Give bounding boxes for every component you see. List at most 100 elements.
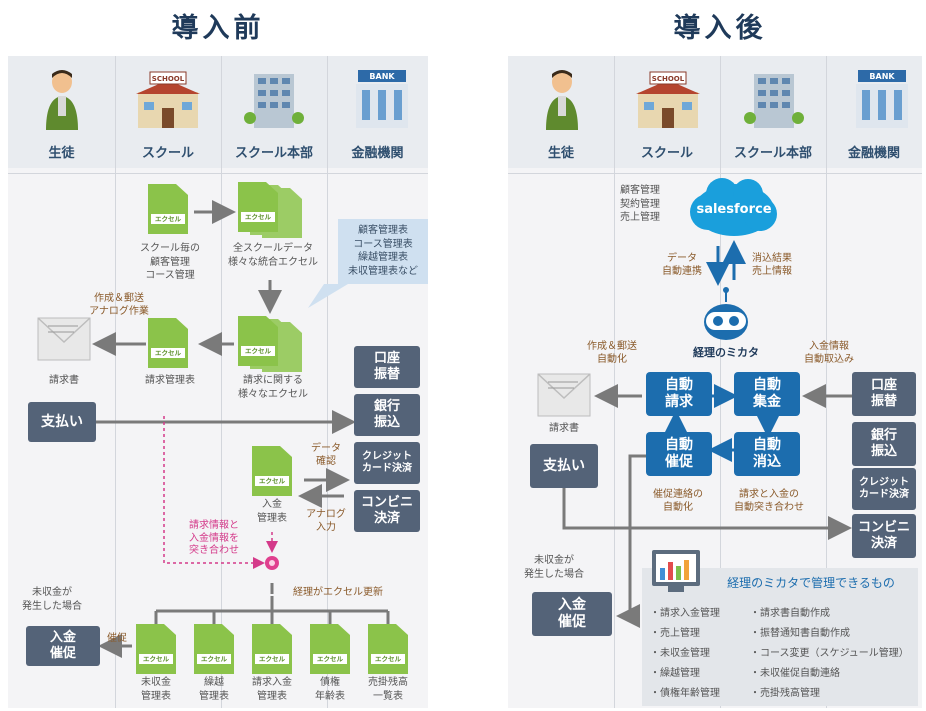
auto-reminder-box: 自動 催促 bbox=[646, 432, 712, 476]
student-icon bbox=[46, 70, 78, 130]
invoice-excels-stack: エクセル bbox=[238, 316, 302, 372]
col-student: 生徒 bbox=[547, 146, 574, 161]
hq-doc-caption: 全スクールデータ 様々な統合エクセル bbox=[228, 243, 318, 268]
envelope-icon bbox=[37, 317, 91, 361]
bottom-doc-1-caption: 未収金 管理表 bbox=[141, 677, 171, 702]
col-school: スクール bbox=[141, 146, 194, 161]
collection-box: 入金 催促 bbox=[532, 592, 612, 636]
conbini-box: コンビニ 決済 bbox=[354, 490, 420, 532]
manage-left-item: ・債権年齢管理 bbox=[650, 688, 720, 699]
after-title: 導入後 bbox=[673, 13, 767, 44]
bottom-doc-3-caption: 請求入金 管理表 bbox=[252, 677, 292, 702]
bottom-doc-4-caption: 債権 年齢表 bbox=[315, 677, 345, 702]
bottom-doc-1: エクセル bbox=[136, 624, 176, 674]
koza-box: 口座 振替 bbox=[354, 346, 420, 388]
manage-left-item: ・未収金管理 bbox=[650, 648, 710, 659]
col-hq: スクール本部 bbox=[234, 146, 313, 161]
school-icon: SCHOOL bbox=[636, 71, 700, 128]
before-connectors bbox=[37, 200, 428, 658]
school-excel-doc: エクセル bbox=[148, 184, 188, 234]
svg-text:SCHOOL: SCHOOL bbox=[652, 75, 685, 83]
hq-building-icon bbox=[244, 74, 304, 128]
invoice-excels-caption: 請求に関する 様々なエクセル bbox=[238, 375, 308, 400]
data-auto-note: データ 自動連携 bbox=[662, 253, 702, 277]
manage-right-item: ・コース変更（スケジュール管理） bbox=[750, 648, 909, 659]
bottom-doc-2: エクセル bbox=[194, 624, 234, 674]
school-doc-caption: スクール毎の 顧客管理 コース管理 bbox=[140, 243, 200, 281]
chart-monitor-icon bbox=[652, 550, 700, 592]
svg-text:BANK: BANK bbox=[369, 72, 395, 81]
before-panel: SCHOOL BANK 生徒 スクール スクール本部 金融機関 bbox=[8, 56, 428, 708]
svg-text:BANK: BANK bbox=[869, 72, 895, 81]
school-icon: SCHOOL bbox=[136, 71, 200, 128]
bank-icon: BANK bbox=[856, 70, 908, 128]
unpaid-note: 未収金が 発生した場合 bbox=[22, 587, 82, 612]
ginko-box: 銀行 振込 bbox=[852, 422, 916, 466]
bottom-doc-4: エクセル bbox=[310, 624, 350, 674]
deposit-mgmt-caption: 入金 管理表 bbox=[257, 499, 287, 524]
col-school: スクール bbox=[640, 146, 693, 161]
credit-box: クレジット カード決済 bbox=[852, 468, 916, 510]
collection-box: 入金 催促 bbox=[26, 626, 100, 666]
manage-right-item: ・請求書自動作成 bbox=[750, 608, 830, 619]
col-hq: スクール本部 bbox=[733, 146, 812, 161]
deposit-import-note: 入金情報 自動取込み bbox=[804, 341, 854, 365]
manage-right-item: ・売掛残高管理 bbox=[750, 688, 820, 699]
manage-left-list: ・請求入金管理 ・売上管理 ・未収金管理 ・繰越管理 ・債権年齢管理 bbox=[650, 604, 750, 704]
unpaid-note: 未収金が 発生した場合 bbox=[524, 555, 584, 580]
col-bank: 金融機関 bbox=[847, 146, 900, 161]
ginko-box: 銀行 振込 bbox=[354, 394, 420, 436]
student-icon bbox=[546, 70, 578, 130]
matching-note: 請求情報と 入金情報を 突き合わせ bbox=[189, 520, 239, 556]
bottom-doc-5-caption: 売掛残高 一覧表 bbox=[368, 677, 408, 702]
bottom-doc-3: エクセル bbox=[252, 624, 292, 674]
after-connectors bbox=[537, 178, 918, 706]
col-bank: 金融機関 bbox=[351, 146, 404, 161]
result-note: 消込結果 売上情報 bbox=[752, 253, 792, 277]
bubble-text: 顧客管理表 コース管理表 繰越管理表 未収管理表など bbox=[348, 225, 418, 277]
manage-right-item: ・未収催促自動連絡 bbox=[750, 668, 840, 679]
auto-billing-box: 自動 請求 bbox=[646, 372, 712, 416]
envelope-icon bbox=[537, 373, 591, 417]
pay-box: 支払い bbox=[530, 444, 598, 488]
data-check-note: データ 確認 bbox=[311, 443, 341, 467]
hq-building-icon bbox=[744, 74, 804, 128]
credit-box: クレジット カード決済 bbox=[354, 442, 420, 484]
manage-right-list: ・請求書自動作成 ・振替通知書自動作成 ・コース変更（スケジュール管理） ・未収… bbox=[750, 604, 918, 704]
koza-box: 口座 振替 bbox=[852, 372, 916, 416]
bank-icon: BANK bbox=[356, 70, 408, 128]
manage-right-item: ・振替通知書自動作成 bbox=[750, 628, 850, 639]
auto-collection-box: 自動 集金 bbox=[734, 372, 800, 416]
deposit-mgmt-doc: エクセル bbox=[252, 446, 292, 496]
auto-matching-note: 請求と入金の 自動突き合わせ bbox=[734, 489, 804, 513]
salesforce-label: salesforce bbox=[696, 202, 772, 217]
manage-left-item: ・売上管理 bbox=[650, 628, 700, 639]
after-panel: SCHOOL BANK 生徒 スクール スクール本部 金融機関 bbox=[508, 56, 922, 708]
before-title: 導入前 bbox=[171, 13, 265, 44]
conbini-box: コンビニ 決済 bbox=[852, 514, 916, 558]
invoice-mgmt-caption: 請求管理表 bbox=[145, 375, 195, 386]
manage-left-item: ・繰越管理 bbox=[650, 668, 700, 679]
invoice-caption: 請求書 bbox=[49, 375, 79, 386]
auto-create-note: 作成＆郵送 自動化 bbox=[587, 341, 637, 365]
pay-box: 支払い bbox=[28, 402, 96, 442]
sf-items: 顧客管理 契約管理 売上管理 bbox=[620, 185, 660, 223]
after-header bbox=[508, 56, 922, 168]
invoice-caption: 請求書 bbox=[549, 423, 579, 434]
svg-text:SCHOOL: SCHOOL bbox=[152, 75, 185, 83]
bottom-doc-5: エクセル bbox=[368, 624, 408, 674]
reminder-note: 催促 bbox=[107, 633, 127, 644]
analog-work-note: 作成＆郵送 アナログ作業 bbox=[89, 293, 149, 317]
manage-title: 経理のミカタで管理できるもの bbox=[727, 576, 895, 590]
bottom-doc-2-caption: 繰越 管理表 bbox=[199, 677, 229, 702]
robot-name: 経理のミカタ bbox=[693, 346, 759, 359]
excel-update-note: 経理がエクセル更新 bbox=[293, 587, 383, 598]
hq-excel-stack: エクセル bbox=[238, 182, 302, 238]
robot-icon bbox=[704, 287, 748, 340]
analog-input-note: アナログ 入力 bbox=[306, 509, 346, 533]
col-student: 生徒 bbox=[48, 146, 75, 161]
salesforce-cloud-icon bbox=[690, 178, 777, 236]
auto-reminder-note: 催促連絡の 自動化 bbox=[653, 489, 703, 513]
auto-reconcile-box: 自動 消込 bbox=[734, 432, 800, 476]
manage-left-item: ・請求入金管理 bbox=[650, 608, 720, 619]
